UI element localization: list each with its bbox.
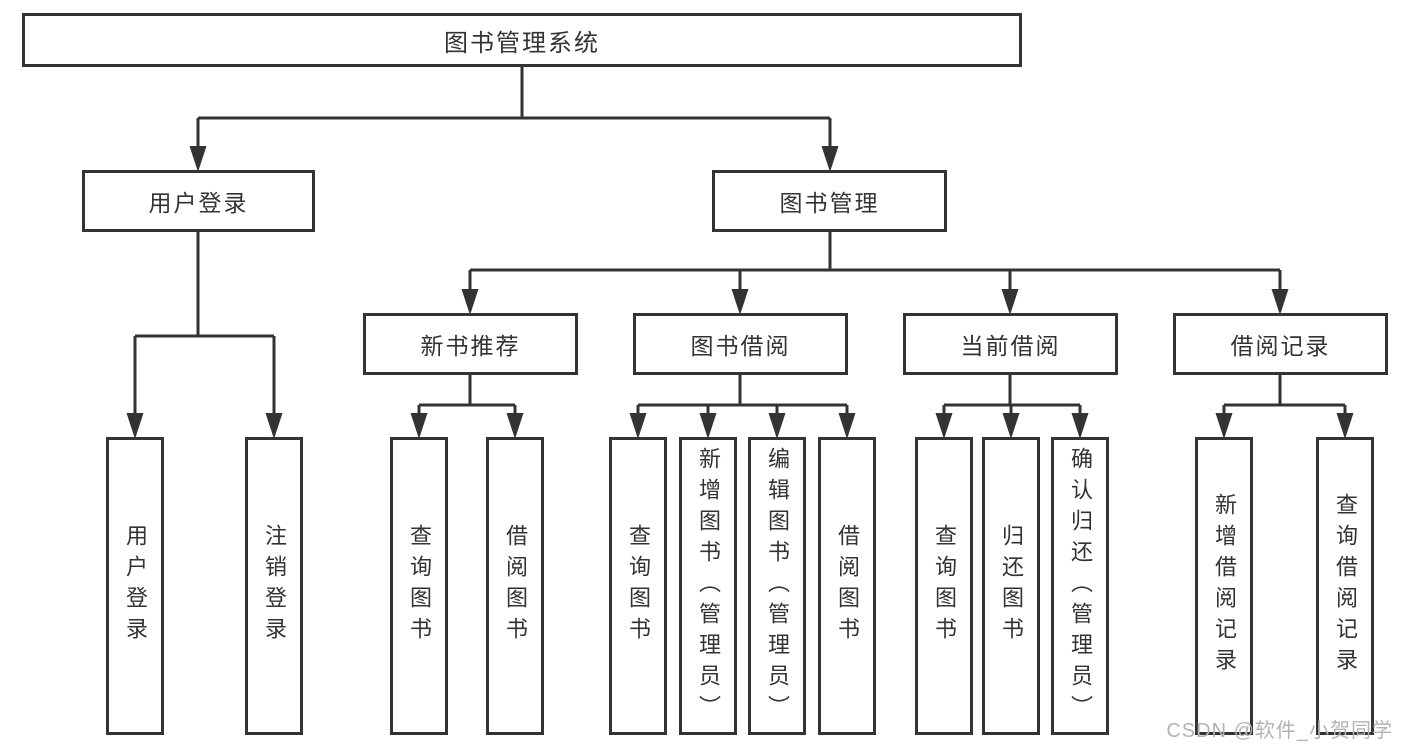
leaf-borrow-books: 借阅图书: [818, 437, 876, 735]
leaf-query-books-recommend: 查询图书: [390, 437, 448, 735]
node-borrow-record: 借阅记录: [1173, 313, 1388, 375]
leaf-query-borrow-record: 查询借阅记录: [1316, 437, 1374, 735]
leaf-edit-books-admin: 编辑图书（管理员）: [748, 437, 806, 735]
leaf-return-books: 归还图书: [982, 437, 1040, 735]
node-user-login: 用户登录: [82, 170, 315, 232]
node-book-management: 图书管理: [712, 170, 947, 232]
leaf-add-books-admin: 新增图书（管理员）: [679, 437, 737, 735]
leaf-query-books-current: 查询图书: [915, 437, 973, 735]
node-current-borrow: 当前借阅: [903, 313, 1118, 375]
csdn-watermark: CSDN @软件_小贺同学: [1166, 720, 1393, 742]
leaf-logout: 注销登录: [245, 437, 303, 735]
node-book-borrow: 图书借阅: [633, 313, 848, 375]
node-new-book-recommend: 新书推荐: [363, 313, 578, 375]
leaf-add-borrow-record: 新增借阅记录: [1195, 437, 1253, 735]
leaf-confirm-return-admin: 确认归还（管理员）: [1051, 437, 1109, 735]
leaf-borrow-books-recommend: 借阅图书: [486, 437, 544, 735]
leaf-query-books-borrow: 查询图书: [609, 437, 667, 735]
node-root-system: 图书管理系统: [22, 13, 1022, 67]
leaf-user-login: 用户登录: [106, 437, 164, 735]
